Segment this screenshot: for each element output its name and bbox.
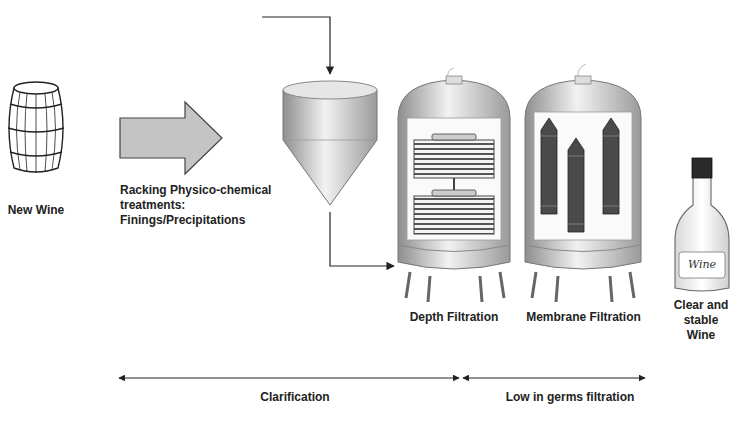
node-label: Depth Filtration [384,310,524,325]
feed-arrow [262,17,330,74]
process-arrow [120,102,222,174]
wine-bottle [675,158,729,291]
bottle-node: WineClear and stable Wine [675,158,729,294]
range-label: Low in germs filtration [490,390,650,405]
node-label: Wine [679,257,725,272]
range-arrow [119,378,459,379]
membrane-filter-node: Membrane Filtration [525,68,642,304]
node-label: Clear and stable Wine [670,298,732,343]
settling-tank [283,81,377,205]
range-arrow [463,378,645,379]
outlet-arrow [330,212,394,266]
depth-filter-vessel [398,68,510,302]
node-label: Membrane Filtration [511,310,656,325]
range-label: Clarification [230,390,360,405]
depth-filter-node: Depth Filtration [398,68,510,304]
node-label: New Wine [0,203,74,218]
treatment-label: Racking Physico-chemical treatments: Fin… [120,183,288,228]
barrel-node: New Wine [6,80,66,178]
barrel-icon [8,82,64,173]
membrane-filter-vessel [525,64,641,302]
